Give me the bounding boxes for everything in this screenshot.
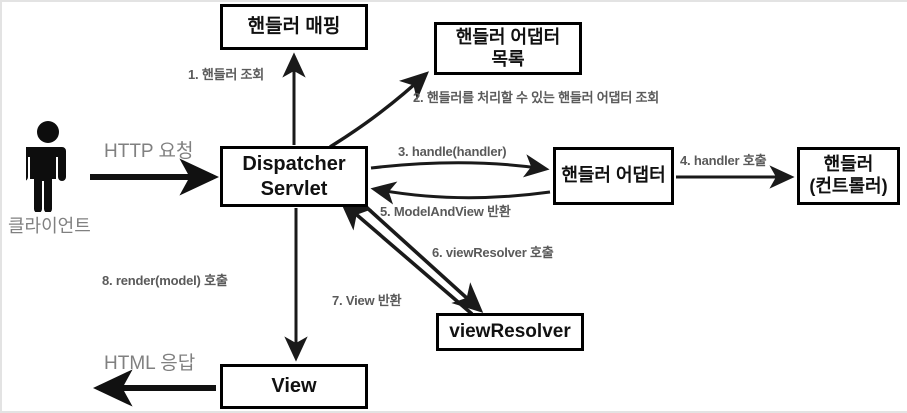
label-step-6: 6. viewResolver 호출	[432, 245, 554, 260]
node-dispatcher-servlet[interactable]: Dispatcher Servlet	[220, 146, 368, 207]
node-view[interactable]: View	[220, 364, 368, 409]
label-step-7: 7. View 반환	[332, 293, 402, 308]
arrow-step-3	[370, 154, 550, 178]
label-step-3: 3. handle(handler)	[398, 144, 507, 159]
arrow-step-2	[329, 71, 429, 149]
label-http-response: HTML 응답	[104, 353, 196, 374]
node-handler-mapping[interactable]: 핸들러 매핑	[220, 4, 368, 50]
label-step-8: 8. render(model) 호출	[102, 273, 228, 288]
label-http-request: HTTP 요청	[104, 141, 194, 162]
node-handler-controller[interactable]: 핸들러 (컨트롤러)	[797, 147, 900, 205]
person-icon	[26, 121, 66, 212]
arrow-step-5	[370, 181, 551, 205]
label-step-5: 5. ModelAndView 반환	[380, 204, 511, 219]
node-handler-adapter[interactable]: 핸들러 어댑터	[553, 147, 674, 205]
node-view-resolver[interactable]: viewResolver	[436, 313, 584, 351]
actor-label-client: 클라이언트	[8, 216, 91, 236]
label-step-1: 1. 핸들러 조회	[188, 67, 265, 82]
node-handler-adapter-list[interactable]: 핸들러 어댑터 목록	[434, 22, 582, 75]
label-step-4: 4. handler 호출	[680, 153, 767, 168]
label-step-2: 2. 핸들러를 처리할 수 있는 핸들러 어댑터 조회	[413, 90, 660, 105]
